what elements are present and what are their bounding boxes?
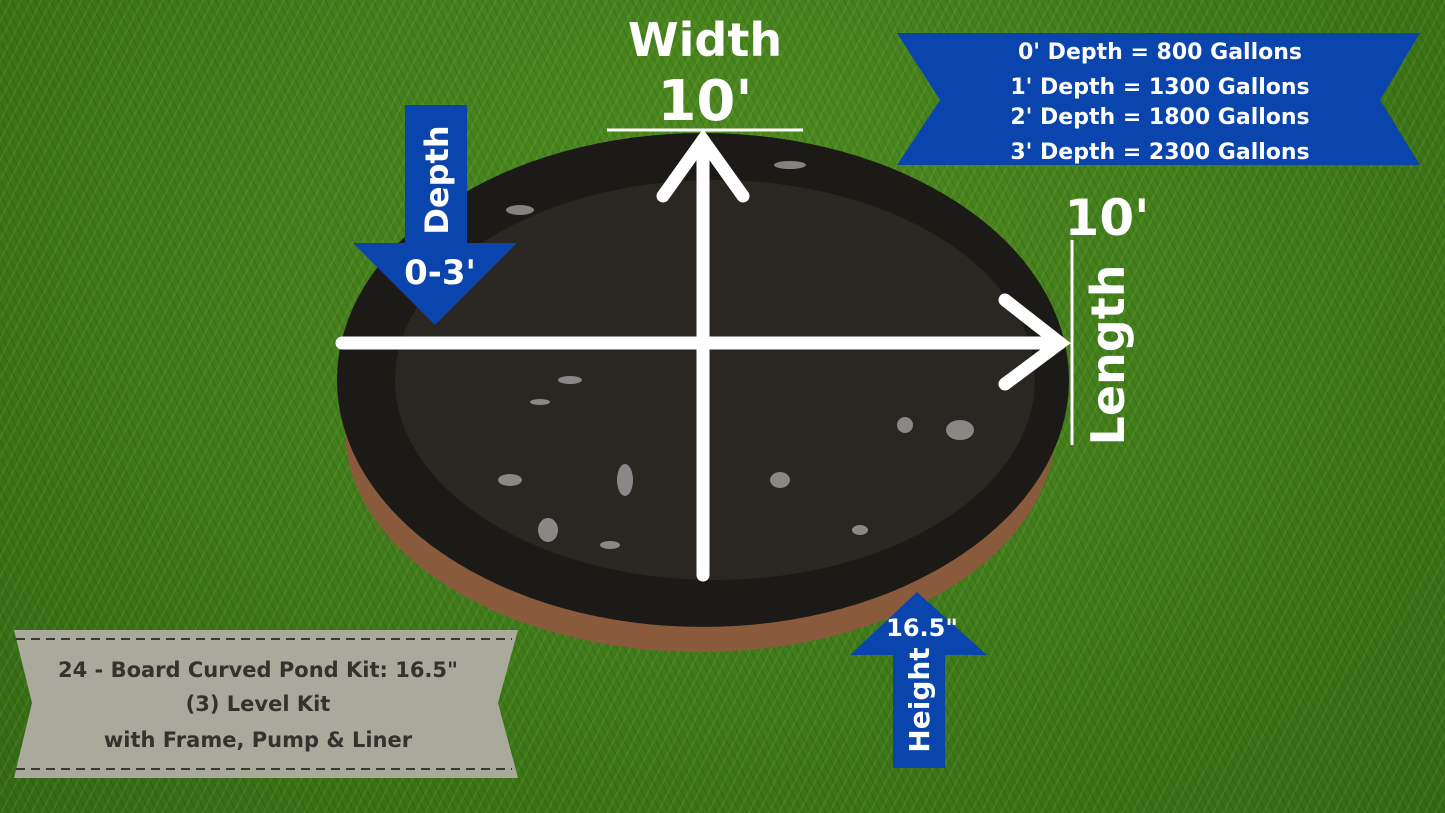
- gallons-line: 0' Depth = 800 Gallons: [1018, 40, 1302, 65]
- product-line-2: (3) Level Kit: [186, 692, 331, 716]
- gallons-line: 3' Depth = 2300 Gallons: [1010, 140, 1309, 165]
- depth-label: Depth: [418, 125, 456, 234]
- dimension-lines: [335, 128, 1071, 582]
- length-value: 10': [1065, 189, 1150, 247]
- product-banner: [14, 630, 518, 778]
- height-arrow: [850, 592, 987, 768]
- water-ripples: [498, 161, 974, 549]
- gallons-ribbon: [897, 33, 1420, 165]
- length-label: Length: [1081, 265, 1135, 446]
- depth-arrow: [353, 105, 517, 325]
- height-value: 16.5": [886, 614, 958, 642]
- gallons-line: 1' Depth = 1300 Gallons: [1010, 75, 1309, 100]
- height-label: Height: [903, 647, 936, 752]
- product-line-1: 24 - Board Curved Pond Kit: 16.5": [58, 658, 458, 682]
- pond-water: [395, 180, 1035, 580]
- product-line-3: with Frame, Pump & Liner: [104, 728, 413, 752]
- gallons-line: 2' Depth = 1800 Gallons: [1010, 105, 1309, 130]
- width-value: 10': [657, 69, 752, 134]
- depth-value: 0-3': [404, 253, 476, 293]
- width-label: Width: [628, 13, 782, 67]
